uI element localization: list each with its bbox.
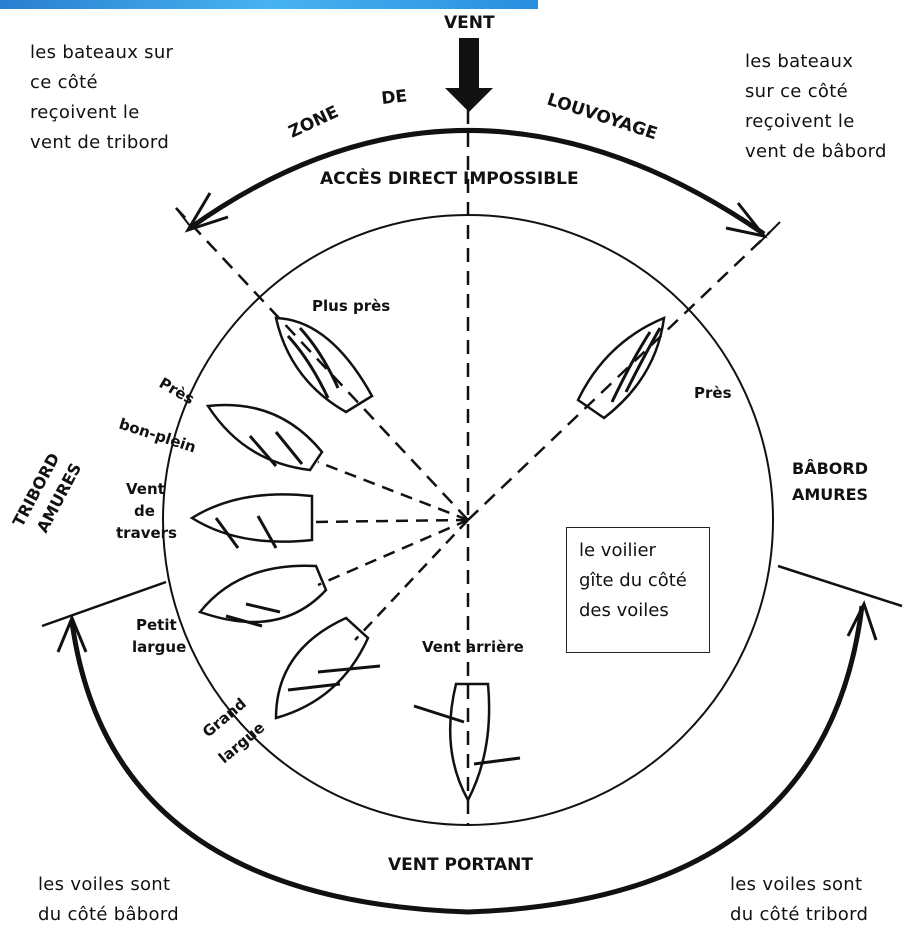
pres-label-left-2: bon-plein <box>117 415 198 457</box>
note-line: sur ce côté <box>745 77 887 107</box>
note-bottom-right: les voiles sont du côté tribord <box>730 870 868 930</box>
wind-arrow-icon <box>445 38 493 112</box>
travers-label-1: Vent <box>126 480 165 498</box>
note-line: reçoivent le <box>30 98 173 128</box>
note-bottom-left: les voiles sont du côté bâbord <box>38 870 179 930</box>
zone-word-label: ZONE <box>286 102 342 142</box>
babord-label-1: BÂBORD <box>792 459 868 478</box>
note-top-right: les bateaux sur ce côté reçoivent le ven… <box>745 47 887 167</box>
travers-label-2: de <box>134 502 155 520</box>
note-line: gîte du côté <box>579 566 709 596</box>
note-line: du côté tribord <box>730 900 868 930</box>
petit-largue-label-2: largue <box>132 638 186 656</box>
petit-largue-label-1: Petit <box>136 616 177 634</box>
note-line: les voiles sont <box>38 870 179 900</box>
arc-left-tick <box>176 208 190 226</box>
de-word-label: DE <box>380 86 408 109</box>
travers-label-3: travers <box>116 524 177 542</box>
note-line: les bateaux <box>745 47 887 77</box>
pres-label-left-1: Près <box>156 374 198 408</box>
no-direct-access-label: ACCÈS DIRECT IMPOSSIBLE <box>320 167 579 189</box>
boat-grand-largue-icon <box>276 618 380 718</box>
running-right-boundary <box>778 566 902 606</box>
heel-note-box: le voilier gîte du côté des voiles <box>566 527 710 653</box>
vent-arriere-label: Vent arrière <box>422 638 524 656</box>
note-line: vent de tribord <box>30 128 173 158</box>
boat-pres-bon-plein-icon <box>208 405 322 470</box>
note-line: le voilier <box>579 536 709 566</box>
boat-petit-largue-icon <box>200 566 326 626</box>
note-line: ce côté <box>30 68 173 98</box>
close-hauled-left-line <box>176 208 468 520</box>
close-hauled-right-line <box>468 232 770 520</box>
louvoyage-word-label: LOUVOYAGE <box>544 90 659 144</box>
note-line: vent de bâbord <box>745 137 887 167</box>
boat-vent-de-travers-icon <box>192 494 312 548</box>
vent-portant-label: VENT PORTANT <box>388 855 533 875</box>
note-line: reçoivent le <box>745 107 887 137</box>
sail-rays <box>312 462 468 640</box>
note-top-left: les bateaux sur ce côté reçoivent le ven… <box>30 38 173 158</box>
babord-label-2: AMURES <box>792 485 868 504</box>
note-line: les voiles sont <box>730 870 868 900</box>
note-line: des voiles <box>579 596 709 626</box>
note-line: les bateaux sur <box>30 38 173 68</box>
note-line: du côté bâbord <box>38 900 179 930</box>
pres-right-label: Près <box>694 384 732 402</box>
wind-label: VENT <box>444 13 495 33</box>
plus-pres-label: Plus près <box>312 297 390 315</box>
